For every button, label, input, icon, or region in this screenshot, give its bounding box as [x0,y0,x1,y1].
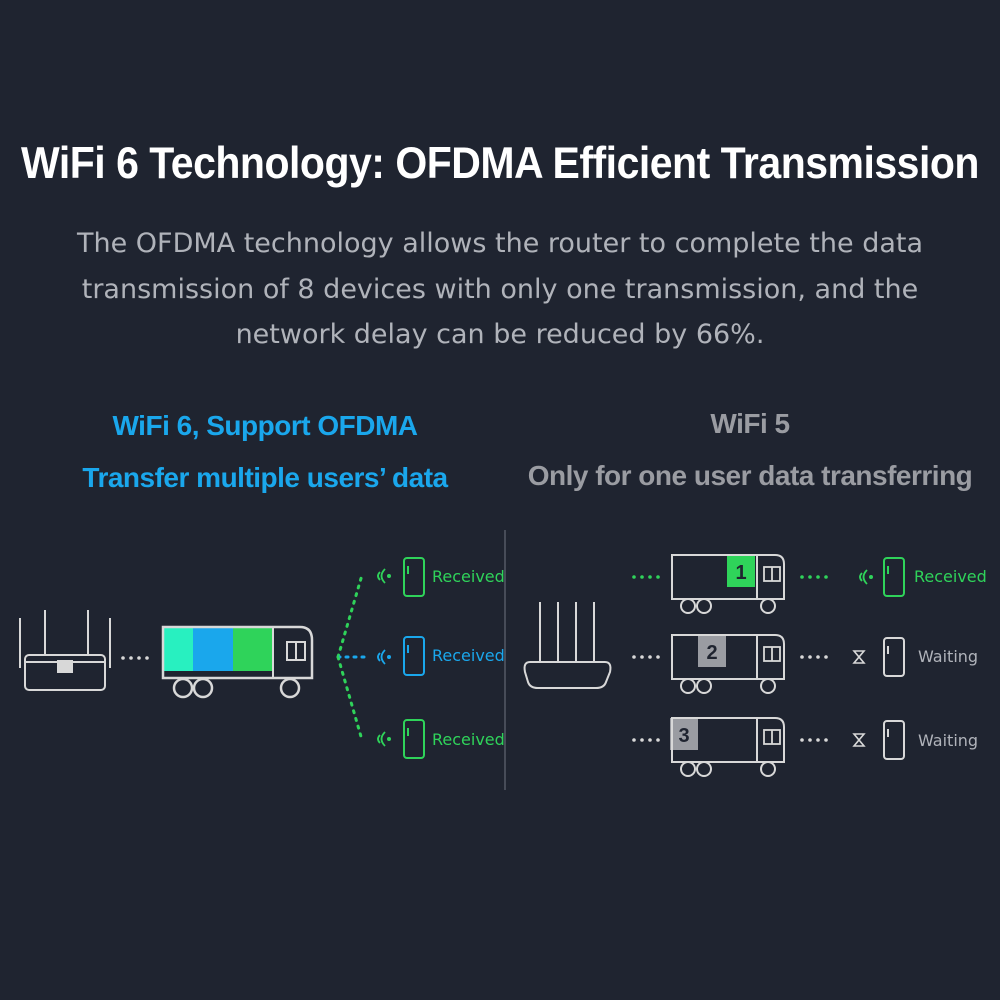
truck-number: 2 [706,642,717,664]
description-line-3: network delay can be reduced by 66%. [235,319,765,350]
description-line-1: The OFDMA technology allows the router t… [76,228,924,259]
wifi6-truck [161,625,314,699]
wifi5-device-2-status: Waiting [918,647,978,666]
hourglass-icon [852,650,866,664]
wifi5-device-3-status: Waiting [918,731,978,750]
wifi6-device-3 [377,719,425,759]
wifi6-device-1-status: Received [432,567,505,586]
wifi5-subheading: Only for one user data transferring [527,460,973,491]
phone-icon [883,720,905,760]
wifi6-fanout-links [336,573,367,742]
page-title: WiFi 6 Technology: OFDMA Efficient Trans… [21,138,979,188]
wifi6-heading: WiFi 6, Support OFDMA [112,410,419,441]
wifi6-device-2 [377,636,425,676]
truck-segment-2 [193,627,233,671]
phone-icon [403,636,425,676]
description-line-2: transmission of 8 devices with only one … [81,274,919,305]
phone-icon [883,557,905,597]
truck-number: 3 [678,725,689,747]
truck-data-box [727,555,755,587]
truck-segment-3 [233,627,273,671]
wifi6-dotted-link [121,656,149,660]
wifi5-row-3: 3 [632,717,905,777]
wifi5-row-1: 1 [632,554,905,614]
phone-icon [403,719,425,759]
wifi6-device-1 [377,557,425,597]
wifi6-router-icon [19,610,111,691]
hourglass-icon [852,733,866,747]
phone-icon [403,557,425,597]
wifi6-device-2-status: Received [432,646,505,665]
truck-data-box [698,635,726,667]
wifi5-row-2: 2 [632,634,905,694]
wifi5-router-icon [523,602,612,689]
truck-number: 1 [735,562,746,584]
phone-icon [883,637,905,677]
wifi5-device-1-status: Received [914,567,987,586]
wifi5-heading: WiFi 5 [710,408,790,439]
truck-data-box [670,718,698,750]
wifi6-device-3-status: Received [432,730,505,749]
wifi6-subheading: Transfer multiple users’ data [82,462,448,493]
